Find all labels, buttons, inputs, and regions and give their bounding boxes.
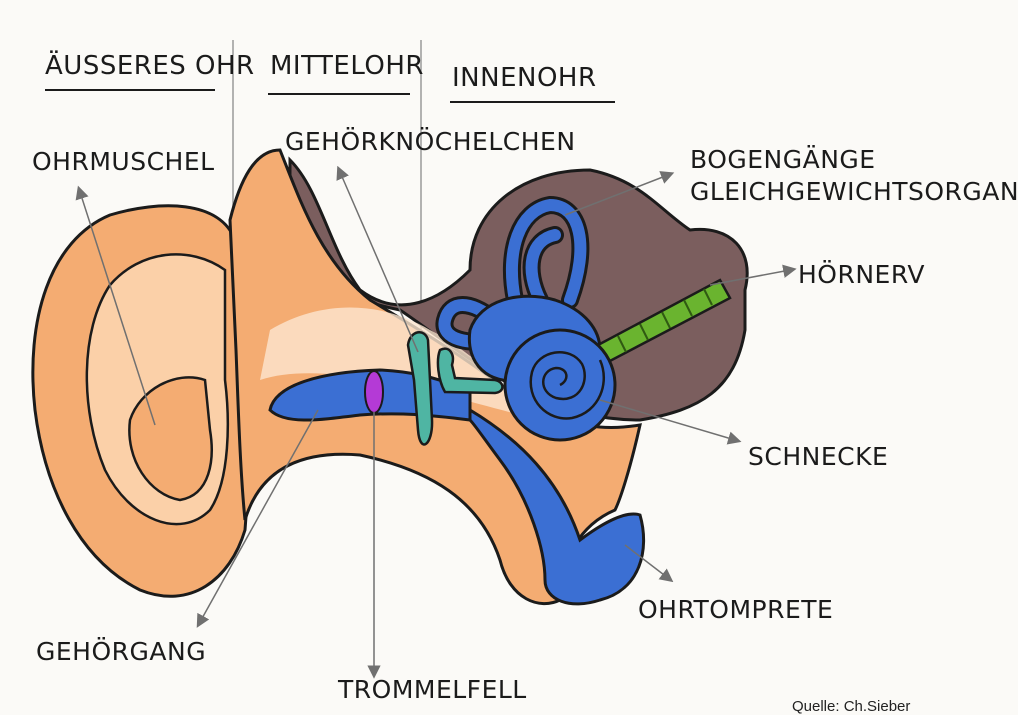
label-eardrum: TROMMELFELL [337,675,527,704]
label-ossicles: GEHÖRKNÖCHELCHEN [285,127,576,156]
eardrum [365,371,383,413]
label-balance-organ: GLEICHGEWICHTSORGAN [690,177,1018,206]
cochlea [505,330,615,440]
label-cochlea: SCHNECKE [748,442,888,471]
header-middle-ear: MITTELOHR [270,51,424,81]
label-semicircular-canals: BOGENGÄNGE [690,145,876,174]
label-ear-canal: GEHÖRGANG [36,637,206,666]
source-credit: Quelle: Ch.Sieber [792,698,910,715]
label-auditory-nerve: HÖRNERV [798,260,925,289]
label-auricle: OHRMUSCHEL [32,147,215,176]
header-outer-ear: ÄUSSERES OHR [45,49,255,81]
label-eustachian-tube: OHRTOMPRETE [638,595,833,624]
header-inner-ear: INNENOHR [452,63,597,93]
